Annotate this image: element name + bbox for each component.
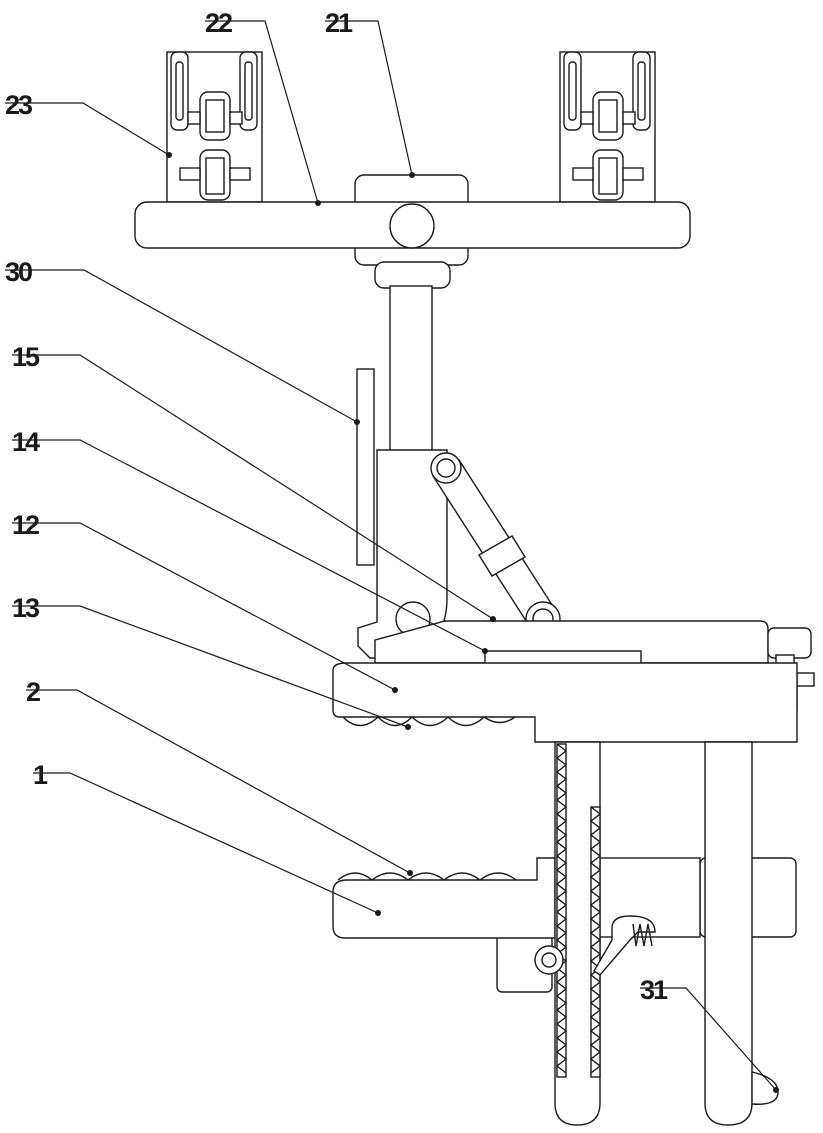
upper-grip-pad — [343, 717, 515, 726]
label-30: 30 — [5, 257, 32, 287]
label-21: 21 — [325, 8, 353, 38]
label-2: 2 — [26, 677, 40, 707]
label-14: 14 — [12, 427, 40, 457]
label-23: 23 — [5, 90, 33, 120]
label-12: 12 — [12, 510, 39, 540]
callout-23: 23 — [5, 90, 172, 158]
label-15: 15 — [12, 342, 40, 372]
left-clamp-head — [167, 52, 262, 202]
upper-jaw — [333, 663, 797, 742]
right-clamp-head — [560, 52, 655, 202]
left-rack-teeth — [557, 744, 566, 1077]
side-plate — [357, 369, 374, 565]
callout-1: 1 — [33, 760, 381, 916]
label-1: 1 — [33, 760, 48, 790]
callout-30: 30 — [5, 257, 360, 425]
strut — [431, 453, 560, 636]
guide-roller — [535, 946, 563, 974]
lower-jaw — [333, 858, 555, 938]
label-31: 31 — [640, 975, 668, 1005]
label-13: 13 — [12, 593, 40, 623]
hub-pivot — [390, 204, 434, 248]
right-post — [705, 742, 752, 1125]
callout-21: 21 — [325, 8, 415, 178]
mast-collar — [375, 262, 450, 288]
right-rack-teeth — [591, 807, 600, 1077]
mast — [390, 286, 432, 452]
label-22: 22 — [205, 8, 232, 38]
lower-grip-pad — [338, 873, 516, 880]
